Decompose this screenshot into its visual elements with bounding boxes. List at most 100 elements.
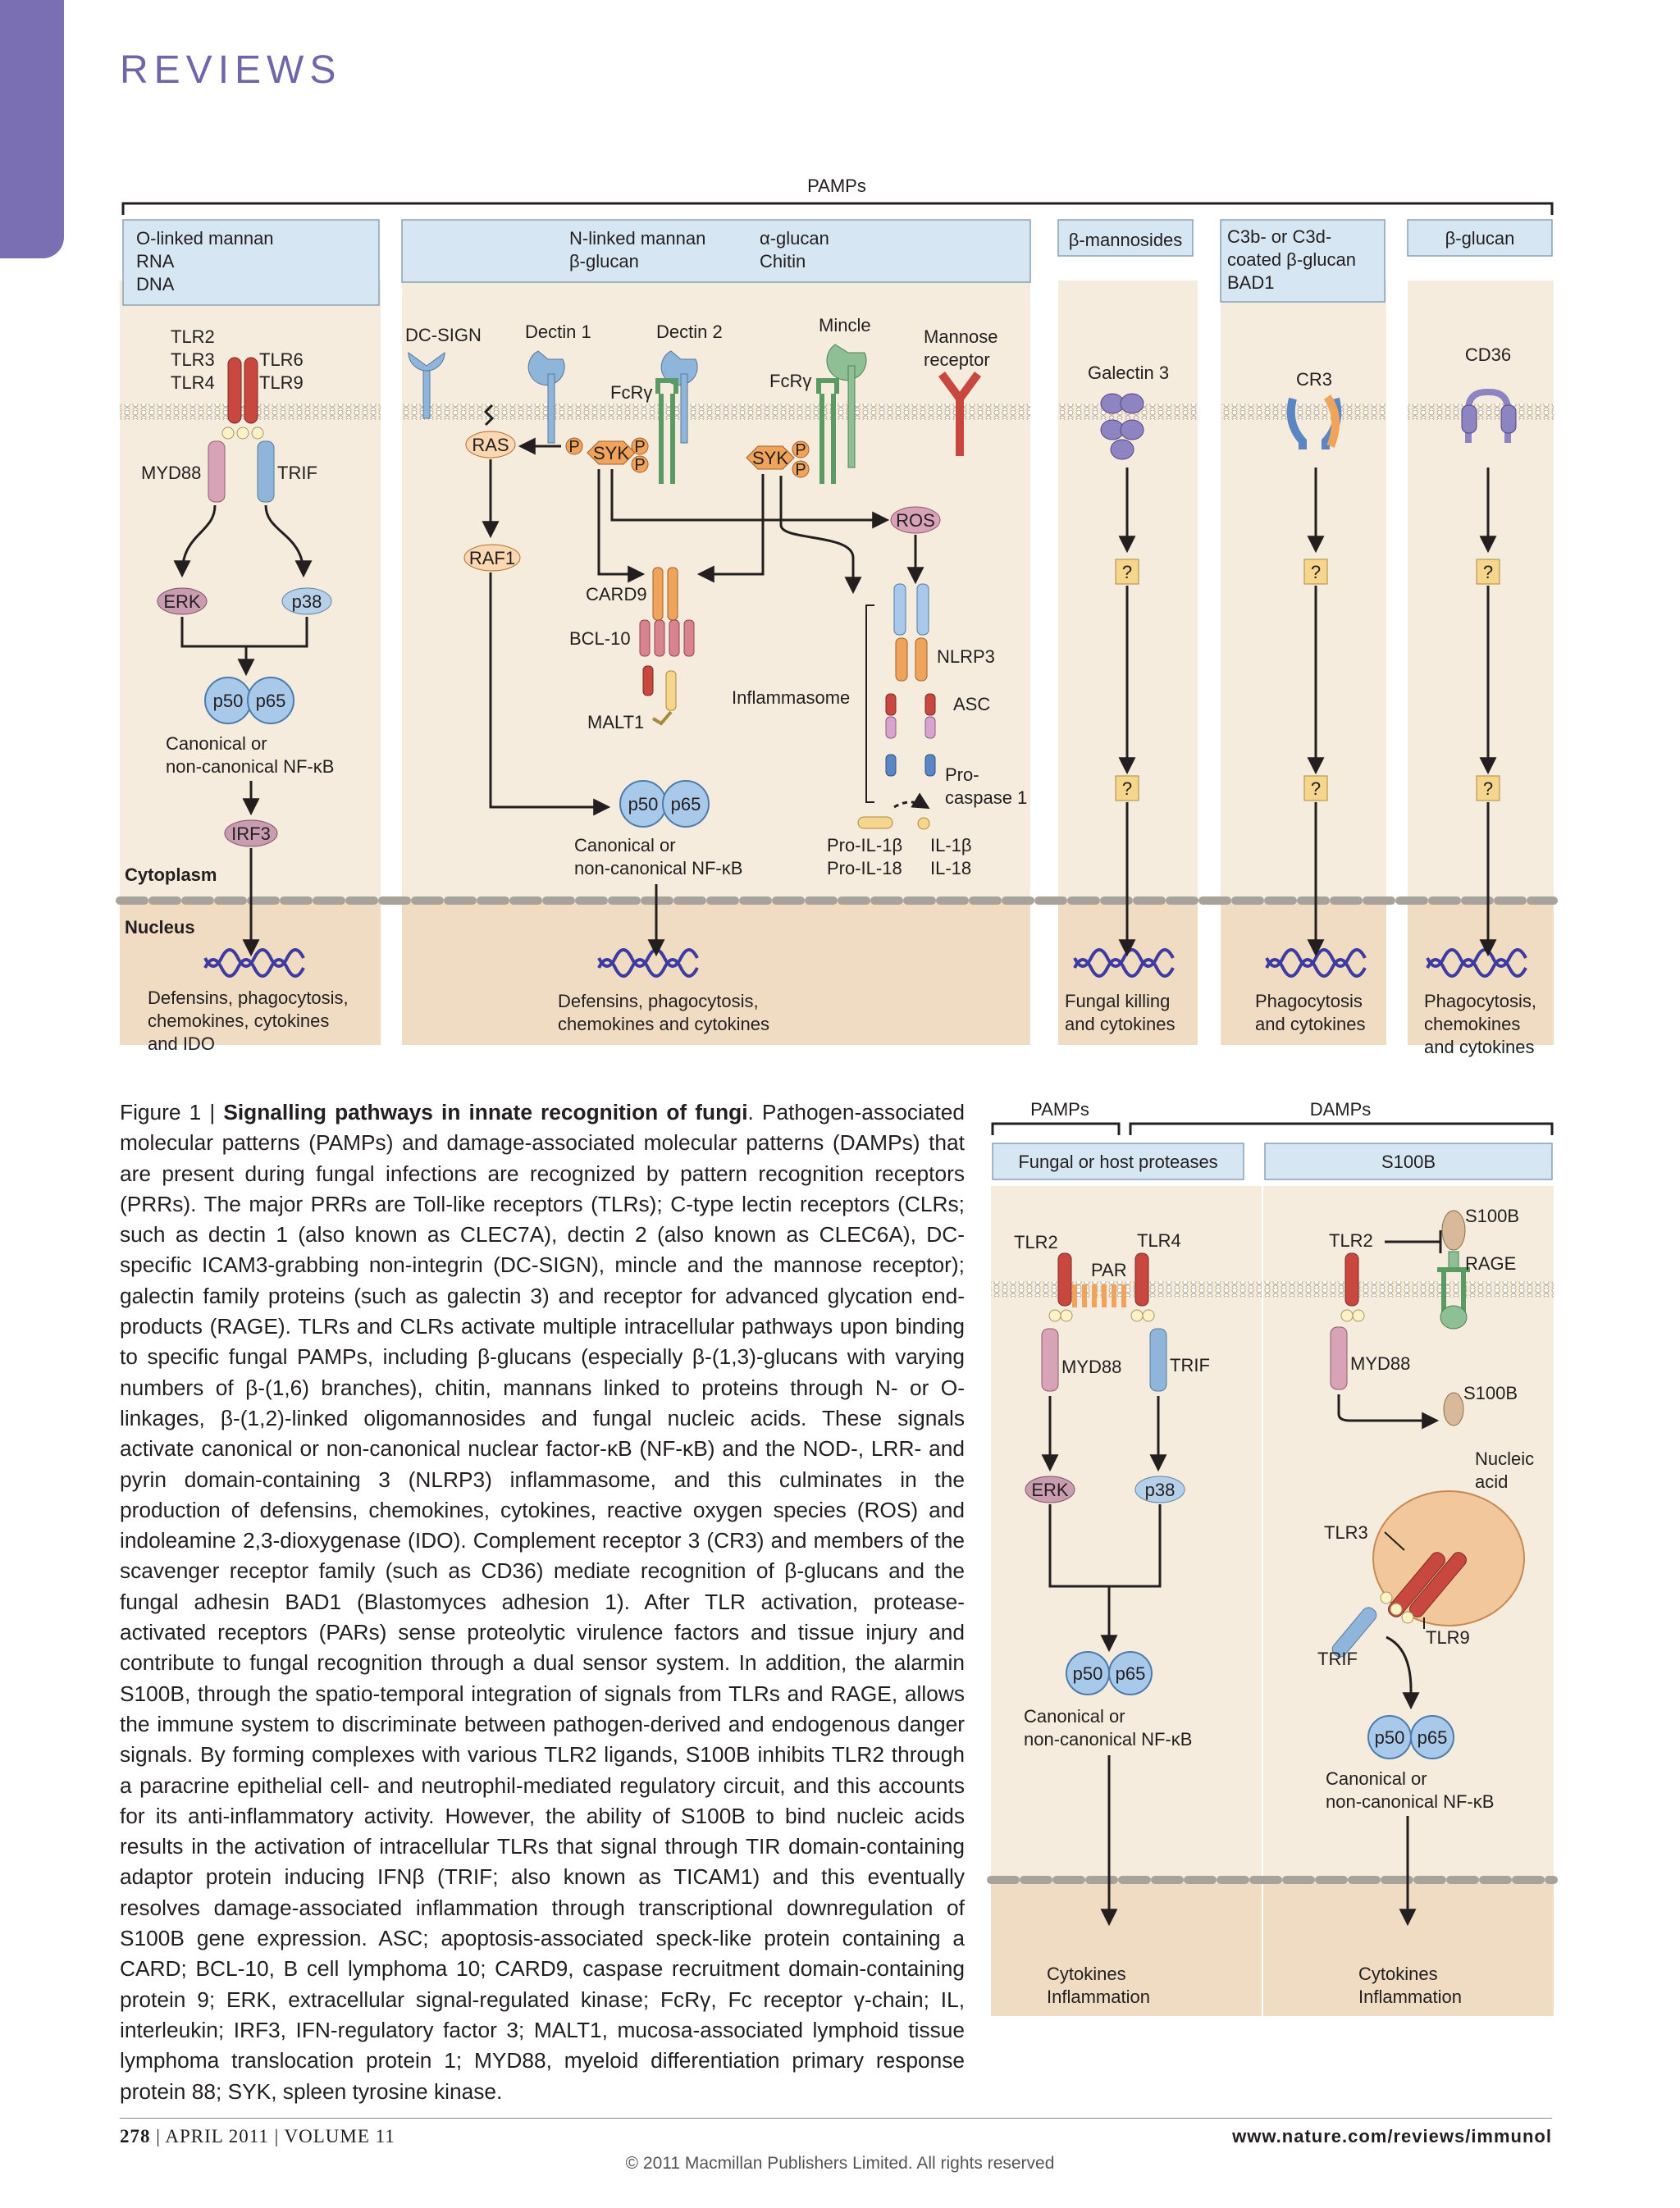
caption-title: Signalling pathways in innate recognitio… [223, 1100, 748, 1125]
diagram-label: chemokines [1424, 1014, 1520, 1034]
diagram-label: P [634, 456, 645, 474]
journal-url[interactable]: www.nature.com/reviews/immunol [1232, 2126, 1552, 2146]
cr3-panel-bg [1221, 281, 1386, 902]
tlr-receptor [244, 357, 258, 424]
pamp-text: O-linked mannan [136, 228, 274, 249]
cd36-pathway: CD36 ? ? Phagocytosis, chemokines and cy… [1424, 344, 1536, 1057]
tlr-receptor [227, 357, 242, 424]
cr3-pathway: CR3 ? ? Phagocytosis and cytokines [1255, 369, 1366, 1034]
diagram-label: Canonical or [574, 835, 676, 855]
pamp-text: C3b- or C3d- [1227, 226, 1331, 247]
diagram-label: TLR6 [259, 349, 304, 370]
diagram-label: IL-1β [930, 835, 972, 855]
diagram-label: ? [1122, 562, 1132, 582]
diagram-label: NLRP3 [937, 646, 995, 667]
tlr-pathway: TLR2 TLR3 TLR4 TLR6 TLR9 MYD88 TRIF ERK … [141, 326, 349, 1054]
diagram-label: PAR [1091, 1260, 1127, 1280]
lower-figure: PAMPs DAMPs Fungal or host proteases S10… [987, 1099, 1558, 2016]
diagram-label: P [568, 438, 579, 456]
pamp-text: N-linked mannan [569, 228, 705, 249]
page-number: 278 [120, 2126, 151, 2146]
diagram-label: Pro- [945, 764, 979, 785]
diagram-label: Dectin 2 [656, 322, 723, 342]
diagram-label: TRIF [1170, 1355, 1210, 1375]
diagram-label: TLR4 [171, 372, 215, 393]
diagram-label: and cytokines [1065, 1014, 1176, 1034]
diagram-label: p65 [256, 691, 286, 711]
pamps-bracket: PAMPs [121, 176, 1554, 215]
diagram-label: ASC [953, 694, 990, 714]
cytoplasm-label: Cytoplasm [125, 864, 217, 885]
diagram-label: ROS [896, 510, 935, 531]
galectin-pathway: Galectin 3 ? ? Fungal killing and cytoki… [1065, 363, 1176, 1034]
diagram-label: ? [1483, 562, 1493, 582]
pamp-text: Chitin [760, 251, 806, 271]
pamp-text: β-glucan [1445, 228, 1515, 249]
diagram-label: S100B [1465, 1206, 1519, 1226]
diagram-label: FcRγ [610, 382, 652, 403]
diagram-label: non-canonical NF-κB [574, 858, 742, 878]
diagram-label: Defensins, phagocytosis, [558, 991, 759, 1011]
diagram-label: TLR4 [1137, 1230, 1181, 1251]
diagram-label: MYD88 [1061, 1357, 1121, 1377]
diagram-label: CR3 [1296, 369, 1332, 390]
diagram-label: chemokines and cytokines [558, 1014, 769, 1034]
diagram-label: Phagocytosis, [1424, 991, 1536, 1011]
footer-rule [120, 2118, 1552, 2119]
diagram-label: ERK [163, 591, 201, 612]
diagram-label: FcRγ [769, 371, 811, 391]
footer-issue-info: 278 | APRIL 2011 | VOLUME 11 [120, 2126, 395, 2146]
caption-label: Figure 1 | [120, 1100, 224, 1125]
pamp-boxes: O-linked mannan RNA DNA N-linked mannan … [122, 219, 1553, 306]
diagram-label: MYD88 [1350, 1353, 1410, 1374]
diagram-label: ? [1311, 778, 1321, 799]
diagram-label: Canonical or [1024, 1706, 1125, 1727]
pamp-text: β-glucan [569, 251, 639, 271]
diagram-label: and cytokines [1424, 1037, 1535, 1057]
diagram-label: P [795, 441, 806, 459]
diagram-label: p38 [1145, 1480, 1176, 1500]
section-tab [0, 0, 64, 258]
pamp-text: BAD1 [1227, 272, 1274, 293]
diagram-label: S100B [1381, 1152, 1436, 1172]
diagram-label: Galectin 3 [1088, 363, 1169, 383]
diagram-label: p65 [1116, 1663, 1146, 1684]
diagram-label: TLR9 [1426, 1627, 1470, 1648]
diagram-label: Inflammation [1047, 1987, 1150, 2007]
cd36-panel-bg [1408, 281, 1554, 902]
diagram-label: CARD9 [586, 584, 647, 604]
diagram-label: Pro-IL-18 [827, 858, 902, 878]
diagram-label: DAMPs [1310, 1099, 1372, 1120]
diagram-label: non-canonical NF-κB [1326, 1791, 1494, 1812]
diagram-label: acid [1475, 1471, 1508, 1492]
diagram-label: ERK [1031, 1480, 1069, 1500]
diagram-label: Phagocytosis [1255, 991, 1363, 1011]
diagram-label: p65 [1418, 1727, 1448, 1748]
diagram-label: IRF3 [231, 823, 271, 844]
diagram-label: IL-18 [930, 858, 971, 878]
diagram-label: PAMPs [1030, 1099, 1089, 1120]
pamp-text: α-glucan [760, 228, 829, 249]
copyright-notice: © 2011 Macmillan Publishers Limited. All… [625, 2154, 1055, 2173]
diagram-label: Defensins, phagocytosis, [148, 988, 349, 1008]
bracket-label: PAMPs [807, 176, 866, 196]
figure-caption: Figure 1 | Signalling pathways in innate… [120, 1097, 965, 2107]
diagram-label: CD36 [1465, 344, 1511, 365]
pamp-text: RNA [136, 251, 175, 271]
pamp-text: DNA [136, 274, 175, 294]
clr-panel-bg [402, 281, 1030, 902]
diagram-label: and IDO [148, 1033, 215, 1054]
diagram-label: Mannose [924, 326, 998, 347]
upper-panels [116, 281, 1558, 1045]
diagram-label: receptor [924, 349, 990, 370]
diagram-label: MYD88 [141, 463, 201, 483]
diagram-label: Cytokines [1047, 1964, 1126, 1984]
diagram-label: p50 [1375, 1727, 1405, 1748]
diagram-label: p65 [671, 794, 701, 814]
pamp-text: β-mannosides [1069, 230, 1183, 250]
diagram-label: RAGE [1465, 1253, 1516, 1274]
diagram-label: non-canonical NF-κB [166, 756, 334, 777]
pamp-text: coated β-glucan [1227, 249, 1356, 270]
diagram-label: ? [1483, 778, 1493, 799]
